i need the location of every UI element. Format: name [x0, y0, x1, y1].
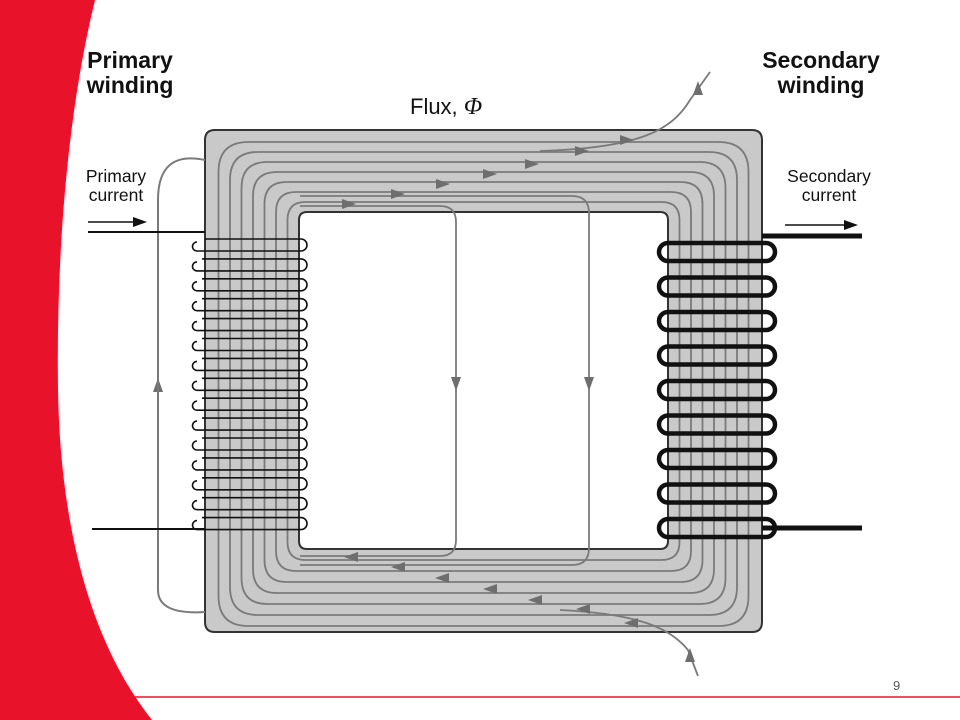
- flux-arrow: [483, 584, 497, 594]
- flux-symbol: Φ: [463, 94, 483, 120]
- flux-loop: [286, 201, 681, 561]
- primary-turn: [191, 317, 308, 332]
- flux-arrow: [620, 135, 634, 145]
- primary-turn: [191, 516, 308, 531]
- primary-circuit-loop: [157, 157, 206, 614]
- flux-arrow: [528, 595, 542, 605]
- secondary-turn: [656, 240, 778, 264]
- secondary-turn: [656, 447, 778, 471]
- primary-turn: [191, 437, 308, 451]
- flux-loop: [263, 181, 704, 583]
- flux-arrow: [344, 552, 358, 562]
- secondary-turn: [656, 413, 778, 436]
- flux-loop: [275, 191, 692, 572]
- flux-loop-inner: [300, 195, 590, 566]
- secondary-turn: [656, 309, 778, 333]
- flux-loop-group: [217, 141, 750, 627]
- secondary-winding-coil: [656, 240, 778, 540]
- primary-winding-label: Primary winding: [86, 47, 174, 98]
- transformer-core: [204, 129, 763, 633]
- flux-arrow: [391, 562, 405, 572]
- primary-turn: [191, 238, 308, 252]
- flux-arrows: [153, 81, 703, 662]
- primary-turn: [191, 357, 308, 372]
- secondary-turn: [656, 344, 778, 367]
- secondary-turn: [656, 378, 778, 402]
- flux-text: Flux,: [410, 94, 458, 119]
- page-number: 9: [893, 678, 901, 693]
- primary-turn: [191, 278, 308, 292]
- secondary-winding-label: Secondary winding: [762, 47, 880, 98]
- flux-arrow: [525, 159, 539, 169]
- flux-arrow: [576, 604, 590, 614]
- primary-turn: [191, 297, 308, 312]
- flux-loop: [240, 161, 727, 605]
- flux-arrow: [685, 648, 695, 662]
- primary-turn: [191, 457, 308, 471]
- flux-arrow: [584, 377, 594, 391]
- red-side-banner: [0, 0, 152, 720]
- flux-arrow: [342, 199, 356, 209]
- flux-arrow: [436, 179, 450, 189]
- primary-turn: [191, 417, 308, 431]
- flux-loop: [217, 141, 750, 627]
- flux-arrow: [575, 146, 589, 156]
- secondary-current-label: Secondary current: [787, 166, 871, 205]
- primary-turn: [191, 377, 308, 392]
- flux-arrow: [693, 81, 703, 95]
- secondary-current-arrow: [785, 220, 858, 230]
- primary-winding-coil: [191, 238, 308, 531]
- flux-arrow: [483, 169, 497, 179]
- secondary-turn: [656, 482, 778, 505]
- flux-label: Flux, Φ: [410, 94, 483, 121]
- secondary-turn: [656, 516, 778, 540]
- primary-turn: [191, 496, 308, 511]
- secondary-turn: [656, 275, 778, 298]
- primary-turn: [191, 337, 308, 352]
- flux-loop-inner: [300, 205, 457, 557]
- primary-turn: [191, 258, 308, 272]
- flux-loop: [252, 171, 715, 594]
- primary-current-arrow: [88, 217, 147, 227]
- flux-arrow: [624, 618, 638, 628]
- flux-arrow: [391, 189, 405, 199]
- primary-turn: [191, 397, 308, 411]
- primary-turn: [191, 477, 308, 491]
- primary-current-label: Primary current: [85, 166, 147, 205]
- flux-arrow: [435, 573, 449, 583]
- flux-loop: [229, 151, 738, 616]
- flux-arrow: [451, 377, 461, 391]
